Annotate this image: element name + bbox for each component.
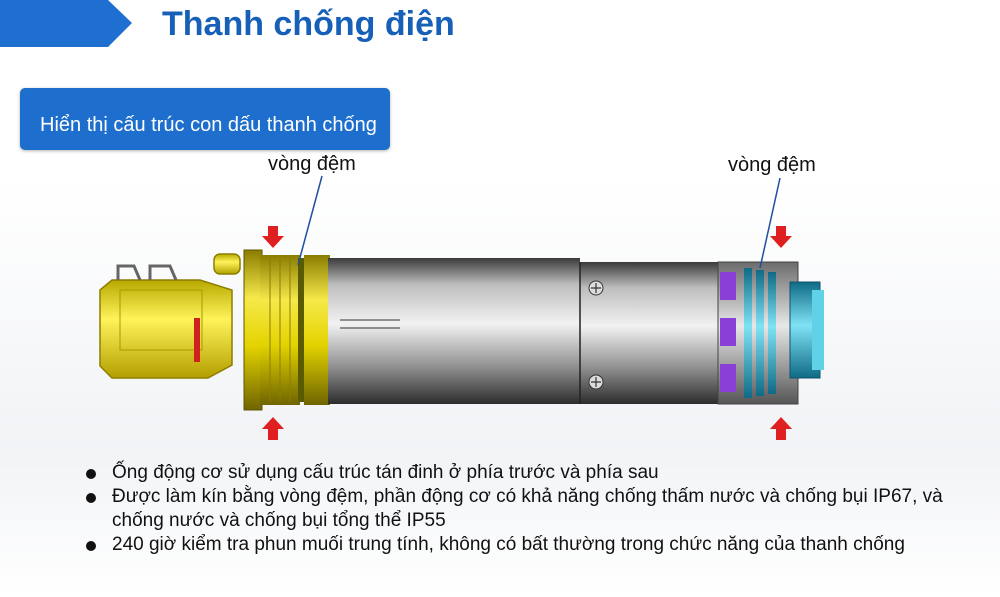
arrow-down-icon (770, 226, 792, 248)
callout-box: Hiển thị cấu trúc con dấu thanh chống (20, 88, 390, 150)
leader-line-right (759, 177, 781, 269)
arrow-up-icon (262, 417, 284, 440)
list-item: Được làm kín bằng vòng đệm, phần động cơ… (86, 485, 996, 533)
arrow-up-icon (770, 417, 792, 440)
list-item: Ống động cơ sử dụng cấu trúc tán đinh ở … (86, 461, 996, 485)
header-accent-tab (0, 0, 132, 47)
front-end-cap (243, 249, 330, 411)
yellow-connector (99, 253, 241, 379)
motor-tube (328, 258, 720, 404)
rear-end-cap (717, 261, 824, 405)
leader-line-left (297, 175, 323, 266)
arrow-down-icon (262, 226, 284, 248)
callout-text: Hiển thị cấu trúc con dấu thanh chống (40, 114, 377, 136)
page-title: Thanh chống điện (162, 5, 455, 43)
seal-label-left: vòng đệm (268, 153, 356, 175)
list-item: 240 giờ kiểm tra phun muối trung tính, k… (86, 533, 996, 557)
seal-label-right: vòng đệm (728, 154, 816, 176)
feature-list: Ống động cơ sử dụng cấu trúc tán đinh ở … (86, 461, 996, 557)
